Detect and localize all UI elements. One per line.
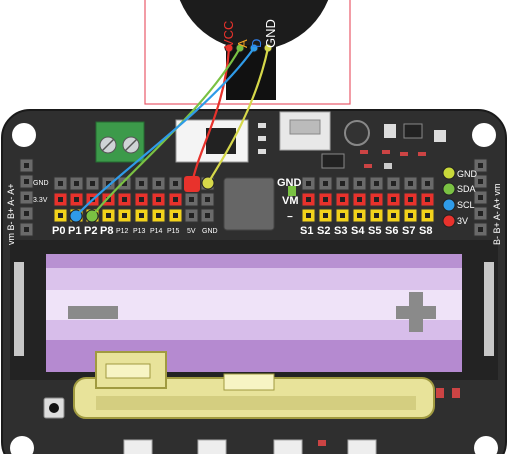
sensor-module-outline [144,0,351,105]
pin-label-p15: P15 [167,228,180,235]
servo-pin-s8: S8 [419,225,433,237]
mount-hole-bottom-right [474,436,498,454]
wire-d [75,47,255,217]
legend-scl-label: SCL [457,200,475,210]
sensor-pin-label-gnd: GND [263,19,278,48]
sensor-disk [179,0,329,50]
mount-hole-top-right [472,123,496,147]
pin-headers [19,43,488,237]
servo-driver-chip [223,177,275,231]
legend-dot-gnd [442,166,456,180]
pin-label-p14: P14 [150,228,163,235]
sensor-pin-label-vcc: VCC [221,20,236,48]
pin-label-p1: P1 [68,225,82,237]
sensor-pin-label-d: D [249,38,264,48]
servo-pin-s6: S6 [385,225,399,237]
servo-gnd-label: GND [277,177,302,189]
battery-minus-sign [68,306,118,319]
rgb-led-3 [273,439,303,454]
wires [75,47,270,217]
legend-dot-scl [442,198,456,212]
servo-pin-s1: S1 [300,225,314,237]
pin-label-p12: P12 [116,228,129,235]
legend-dot-sda [442,182,456,196]
legend-sda-label: SDA [457,184,476,194]
pin-label-p0: P0 [52,225,66,237]
pin-label-gnd: GND [202,228,218,235]
servo-pin-s2: S2 [317,225,331,237]
servo-pin-s7: S7 [402,225,416,237]
servo-vm-label: VM [282,195,299,207]
legend-3v-label: 3V [457,216,469,226]
header-gnd-label: GND [33,180,49,187]
legend-dot-3v [442,214,456,228]
board-side-right-label: B- B+ A- A+ vm [492,183,502,245]
legend-gnd-label: GND [457,169,477,179]
servo-minus-label: − [287,212,293,223]
pin-label-p13: P13 [133,228,146,235]
pin-label-5v: 5V [187,228,196,235]
mount-hole-bottom-left [10,436,34,454]
servo-pin-s5: S5 [368,225,382,237]
wire-gnd [207,47,270,184]
mount-hole-top-left [12,123,36,147]
wire-a [91,47,241,217]
header-3v3-label: 3.3V [33,197,48,204]
sensor-pin-label-a: A [235,39,250,48]
pin-label-p2: P2 [84,225,98,237]
servo-pin-s4: S4 [351,225,365,237]
rgb-led-4 [347,439,377,454]
pin-label-p8: P8 [100,225,114,237]
battery-plus-sign-v [409,292,423,332]
board-side-left-label: vm B- B+ A- A+ [6,183,16,245]
rgb-led-2 [197,439,227,454]
servo-pin-s3: S3 [334,225,348,237]
rgb-led-1 [123,439,153,454]
